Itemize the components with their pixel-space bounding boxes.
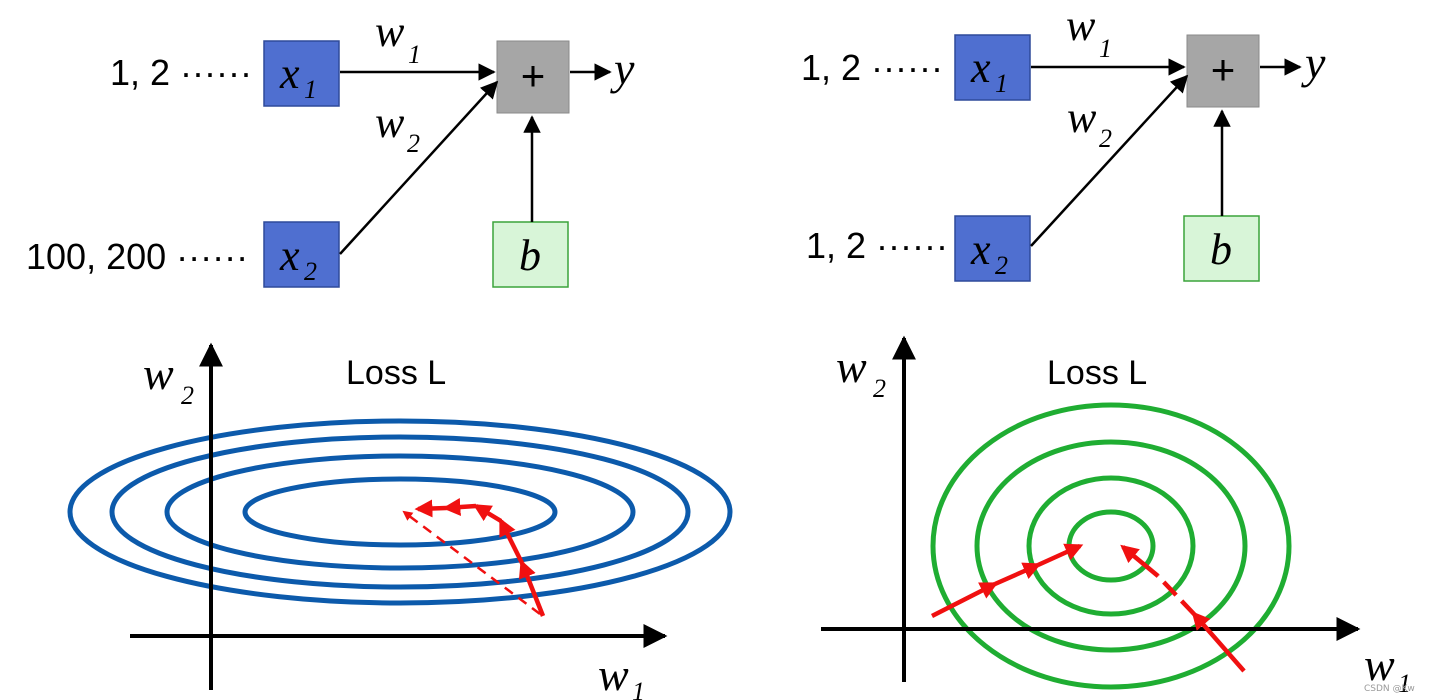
left-direct-path-dashed [402,510,541,615]
left-descent-path [402,498,546,617]
left-w2-sub: 2 [407,129,420,158]
left-axis-y-sub: 2 [181,381,194,410]
right-contour-3 [1026,475,1196,617]
left-output-label: y [610,43,635,94]
right-x1-values-label: 1, 2 ······ [801,47,943,88]
right-output-label: y [1301,37,1326,88]
left-step-2 [498,517,525,565]
left-x1-sub: 1 [304,75,317,104]
right-x2-var: x [970,225,991,274]
left-x1-values-label: 1, 2 ······ [110,52,252,93]
right-path1-step-2 [994,562,1042,587]
right-loss-plot: Loss L w 2 w 1 [821,335,1411,698]
left-bias-label: b [519,231,541,280]
left-x1-box [263,40,340,107]
left-w1-sub: 1 [408,40,421,69]
right-contour-4 [1066,509,1156,583]
left-step-1 [518,559,546,617]
left-x2-box [263,221,340,288]
right-axis-y-var: w [836,341,867,392]
right-w2-sub: 2 [1099,124,1112,153]
right-path2-step-1 [1191,611,1246,673]
right-path2-step-2 [1156,574,1196,616]
right-contours [930,402,1292,690]
left-loss-title: Loss L [346,354,446,392]
left-x1-var: x [279,49,300,98]
right-sum-symbol: + [1211,46,1236,93]
right-bias-label: b [1210,225,1232,274]
left-network: 1, 2 ······ 100, 200 ······ x 1 x 2 + b … [26,7,635,288]
right-contour-2 [974,439,1248,653]
left-contours [67,418,733,606]
right-x1-var: x [970,43,991,92]
left-step-4 [442,498,477,517]
right-w2-var: w [1067,93,1097,142]
left-contour-2 [109,434,691,590]
right-path2-step-3 [1120,544,1160,578]
left-x2-sub: 2 [304,257,317,286]
left-x2-values-label: 100, 200 ······ [26,236,248,277]
left-sum-symbol: + [521,52,546,99]
left-step-3 [472,504,503,523]
left-axis-y-var: w [143,348,174,399]
right-sum-box [1186,34,1260,108]
right-x1-box [954,34,1031,101]
left-sum-box [496,40,570,114]
left-w2-edge [339,80,499,255]
left-contour-1 [67,418,733,606]
right-x2-box [954,215,1031,282]
right-network: 1, 2 ······ 1, 2 ······ x 1 x 2 + b w 1 … [801,1,1326,282]
right-descent-path-1 [930,543,1084,619]
left-bias-box [492,221,569,288]
watermark: CSDN @Kw [1364,684,1415,694]
right-path1-step-3 [1037,543,1084,568]
left-contour-4 [242,476,558,548]
right-w1-var: w [1066,1,1096,50]
left-contour-3 [164,453,636,571]
right-x2-sub: 2 [995,251,1008,280]
left-x2-var: x [279,231,300,280]
left-w1-var: w [375,7,405,56]
right-x1-sub: 1 [995,69,1008,98]
right-axis-y-sub: 2 [873,374,886,403]
right-bias-box [1183,215,1260,282]
left-loss-plot: Loss L w 2 w 1 [67,342,733,700]
left-axis-x-var: w [598,649,629,700]
right-x2-values-label: 1, 2 ······ [806,225,948,266]
left-step-5 [414,499,447,518]
right-loss-title: Loss L [1047,354,1147,392]
right-contour-1 [930,402,1292,690]
left-w2-var: w [375,98,405,147]
right-descent-path-2 [1120,544,1246,673]
right-axis-x-var: w [1364,639,1395,690]
right-path1-step-1 [930,581,999,619]
right-axis-x-sub: 1 [1398,669,1411,698]
left-axis-x-sub: 1 [632,677,645,700]
right-w2-edge [1030,74,1189,247]
right-w1-sub: 1 [1099,34,1112,63]
